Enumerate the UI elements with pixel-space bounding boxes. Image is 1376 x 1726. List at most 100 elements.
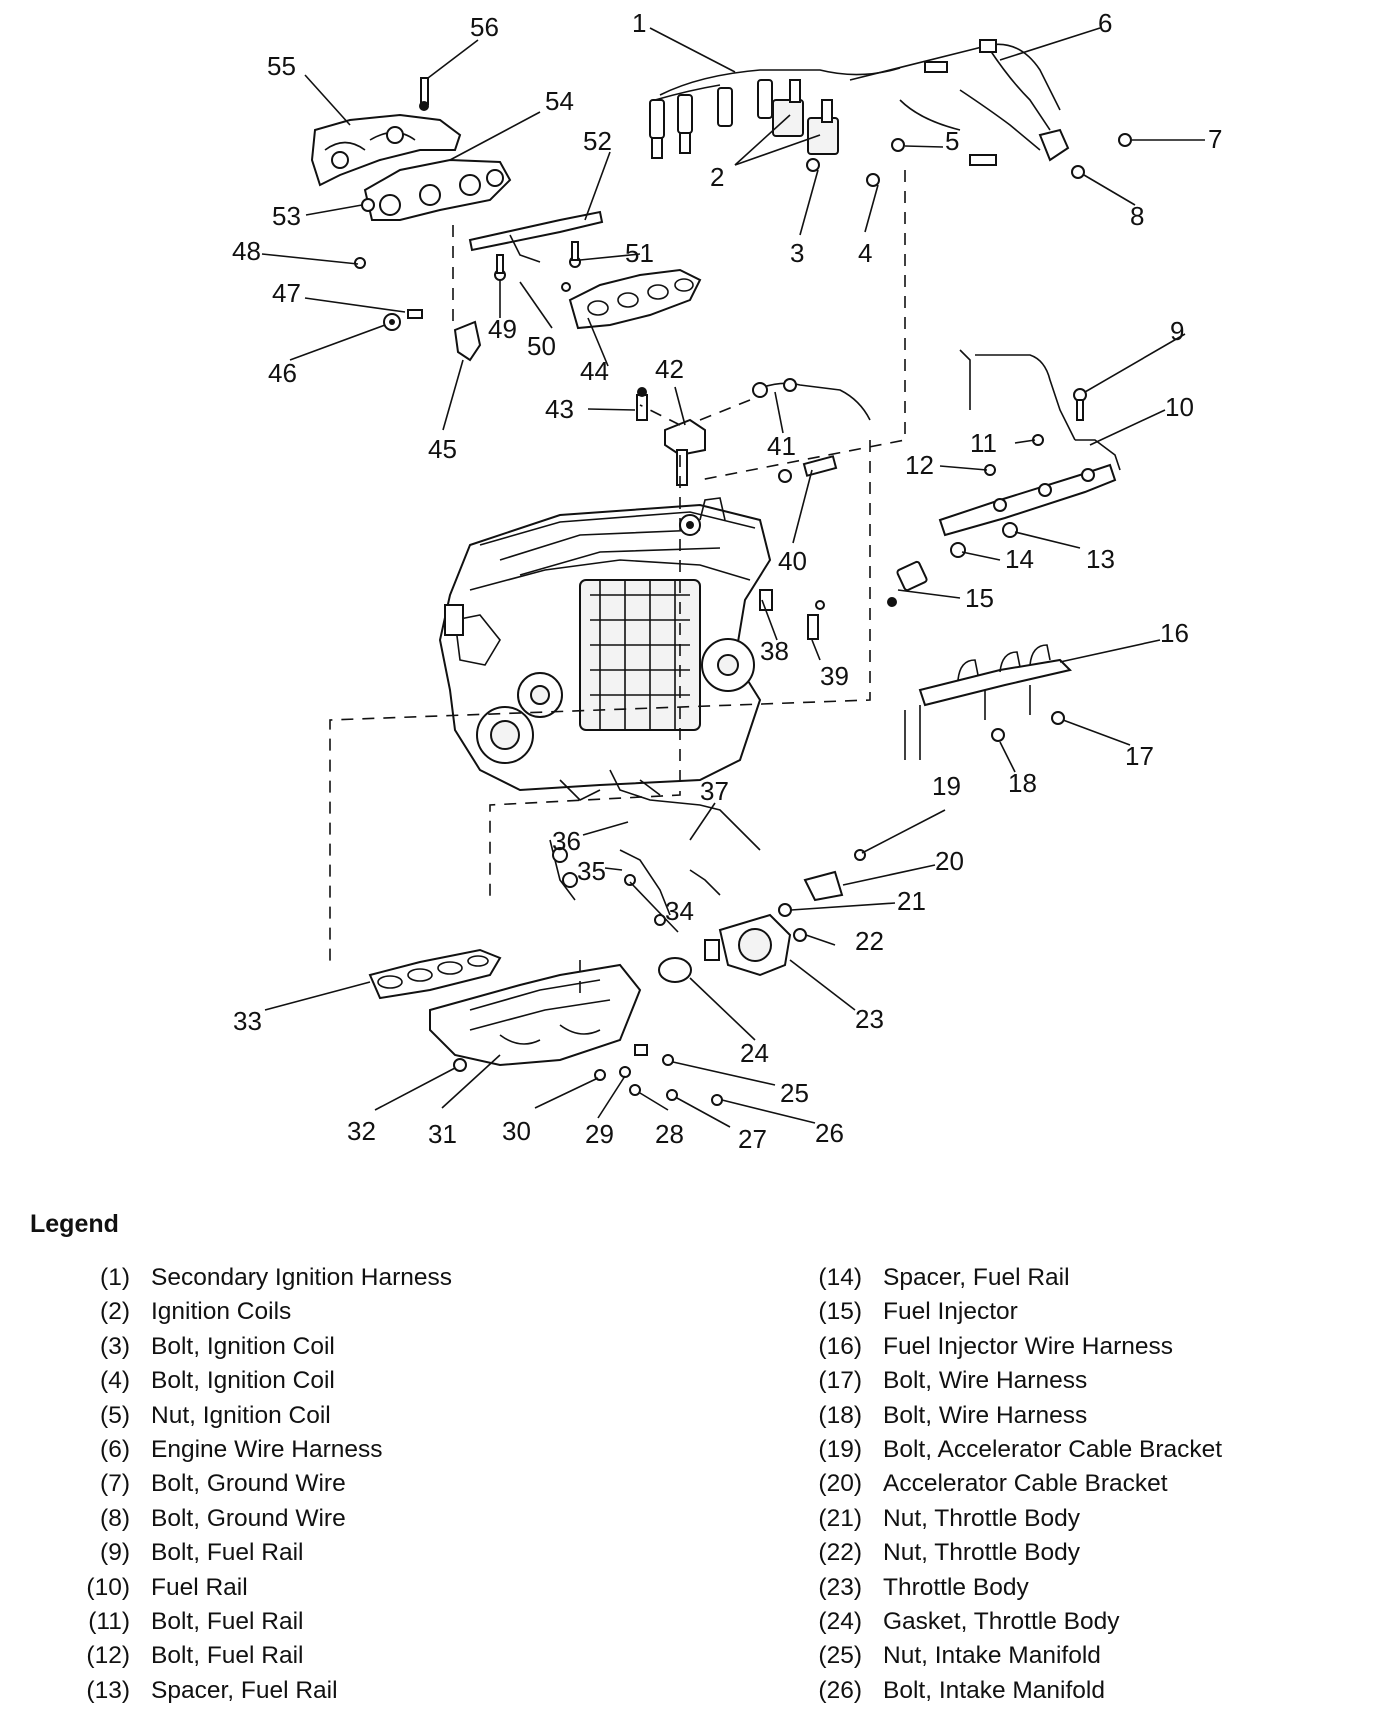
engine-block [438, 497, 772, 801]
legend-item: (19)Bolt, Accelerator Cable Bracket [800, 1436, 1222, 1470]
callout-44: 44 [580, 356, 609, 386]
legend-label: Bolt, Fuel Rail [151, 1607, 304, 1635]
legend-label: Bolt, Wire Harness [883, 1367, 1088, 1395]
callout-8: 8 [1130, 201, 1144, 231]
callout-26: 26 [815, 1118, 844, 1148]
sensor-38-39 [759, 589, 825, 640]
legend-number: (16) [818, 1332, 862, 1360]
legend-item: (15) Fuel Injector [800, 1298, 1222, 1332]
callout-46: 46 [268, 358, 297, 388]
legend-label: Bolt, Intake Manifold [883, 1676, 1105, 1704]
wire-harness-bolts-17-18 [991, 711, 1065, 742]
callout-49: 49 [488, 314, 517, 344]
callout-36: 36 [552, 826, 581, 856]
intake-fasteners-25-32 [453, 1044, 723, 1106]
legend-number: (12) [86, 1642, 130, 1670]
legend-number: (15) [818, 1298, 862, 1326]
legend-item: (1) Secondary Ignition Harness [68, 1264, 452, 1298]
legend-label: Engine Wire Harness [151, 1435, 383, 1463]
callout-27: 27 [738, 1124, 767, 1154]
legend-item: (24) Gasket, Throttle Body [800, 1608, 1222, 1642]
callout-4: 4 [858, 238, 872, 268]
legend-item: (16)Fuel Injector Wire Harness [800, 1333, 1222, 1367]
legend-label: Fuel Rail [151, 1573, 248, 1601]
legend-item: (2)Ignition Coils [68, 1298, 452, 1332]
legend-item: (17)Bolt, Wire Harness [800, 1367, 1222, 1401]
legend-number: (22) [818, 1539, 862, 1567]
exhaust-bracket-45 [383, 309, 482, 362]
legend-item: (11)Bolt, Fuel Rail [68, 1608, 452, 1642]
legend-number: (26) [818, 1676, 862, 1704]
callout-35: 35 [577, 856, 606, 886]
ignition-coils-2 [772, 79, 839, 155]
callout-42: 42 [655, 354, 684, 384]
callout-29: 29 [585, 1119, 614, 1149]
legend-number: (24) [818, 1607, 862, 1635]
legend-label: Gasket, Throttle Body [883, 1607, 1120, 1635]
legend-title: Legend [30, 1210, 119, 1238]
legend-item: (13)Spacer, Fuel Rail [68, 1677, 452, 1711]
callout-41: 41 [767, 431, 796, 461]
legend-item: (6)Engine Wire Harness [68, 1436, 452, 1470]
legend-label: Secondary Ignition Harness [151, 1264, 452, 1291]
callout-50: 50 [527, 331, 556, 361]
legend-item: (26) Bolt, Intake Manifold [800, 1677, 1222, 1711]
exhaust-manifold-gasket-44 [568, 268, 702, 330]
legend-item: (12) Bolt, Fuel Rail [68, 1642, 452, 1676]
callout-9: 9 [1170, 316, 1184, 346]
intake-gasket-33 [368, 948, 502, 1000]
legend-label: Throttle Body [883, 1573, 1029, 1601]
legend-item: (22) Nut, Throttle Body [800, 1539, 1222, 1573]
callout-30: 30 [502, 1116, 531, 1146]
legend-label: Bolt, Wire Harness [883, 1401, 1088, 1429]
callout-10: 10 [1165, 392, 1194, 422]
legend-item: (20)Accelerator Cable Bracket [800, 1470, 1222, 1504]
legend-item: (8)Bolt, Ground Wire [68, 1505, 452, 1539]
callout-28: 28 [655, 1119, 684, 1149]
exhaust-manifold-54 [363, 158, 512, 221]
legend-number: (25) [818, 1642, 862, 1670]
callout-6: 6 [1098, 8, 1112, 38]
legend-label: Bolt, Ground Wire [151, 1470, 346, 1498]
legend-number: (10) [86, 1573, 130, 1601]
callout-15: 15 [965, 583, 994, 613]
callout-38: 38 [760, 636, 789, 666]
legend-label: Bolt, Accelerator Cable Bracket [883, 1435, 1223, 1463]
legend-item: (3)Bolt, Ignition Coil [68, 1333, 452, 1367]
callout-37: 37 [700, 776, 729, 806]
legend-number: (3) [100, 1332, 130, 1360]
legend-number: (2) [100, 1298, 130, 1326]
hoses-34-37 [549, 769, 761, 926]
callout-56: 56 [470, 12, 499, 42]
callout-5: 5 [945, 126, 959, 156]
legend-label: Bolt, Fuel Rail [151, 1642, 304, 1670]
legend-item: (7)Bolt, Ground Wire [68, 1470, 452, 1504]
legend-label: Spacer, Fuel Rail [883, 1264, 1070, 1291]
callout-20: 20 [935, 846, 964, 876]
callout-labels: 1 2 3 4 5 6 7 8 9 10 11 12 13 14 15 16 1… [232, 8, 1222, 1154]
callout-14: 14 [1005, 544, 1034, 574]
accelerator-cable-bracket-20 [803, 849, 866, 902]
legend-number: (21) [818, 1504, 862, 1532]
legend-label: Accelerator Cable Bracket [883, 1470, 1168, 1498]
callout-43: 43 [545, 394, 574, 424]
callout-2: 2 [710, 162, 724, 192]
callout-24: 24 [740, 1038, 769, 1068]
legend-label: Bolt, Ground Wire [151, 1504, 346, 1532]
legend-number: (23) [818, 1573, 862, 1601]
callout-3: 3 [790, 238, 804, 268]
throttle-body-gasket-24 [658, 957, 692, 983]
legend-label: Nut, Throttle Body [883, 1504, 1081, 1532]
legend-label: Nut, Throttle Body [883, 1539, 1081, 1567]
legend-item: (25)Nut, Intake Manifold [800, 1642, 1222, 1676]
legend-label: Fuel Injector [883, 1298, 1018, 1326]
callout-31: 31 [428, 1119, 457, 1149]
callout-1: 1 [632, 8, 646, 38]
legend-label: Bolt, Fuel Rail [151, 1539, 304, 1567]
legend-column-right: (14)Spacer, Fuel Rail (15)Fuel Injector … [800, 1264, 1222, 1711]
legend-number: (18) [818, 1401, 862, 1429]
callout-34: 34 [665, 896, 694, 926]
engine-wire-harness-6 [849, 39, 1070, 166]
legend-item: (18) Bolt, Wire Harness [800, 1402, 1222, 1436]
legend-number: (1) [100, 1264, 130, 1291]
